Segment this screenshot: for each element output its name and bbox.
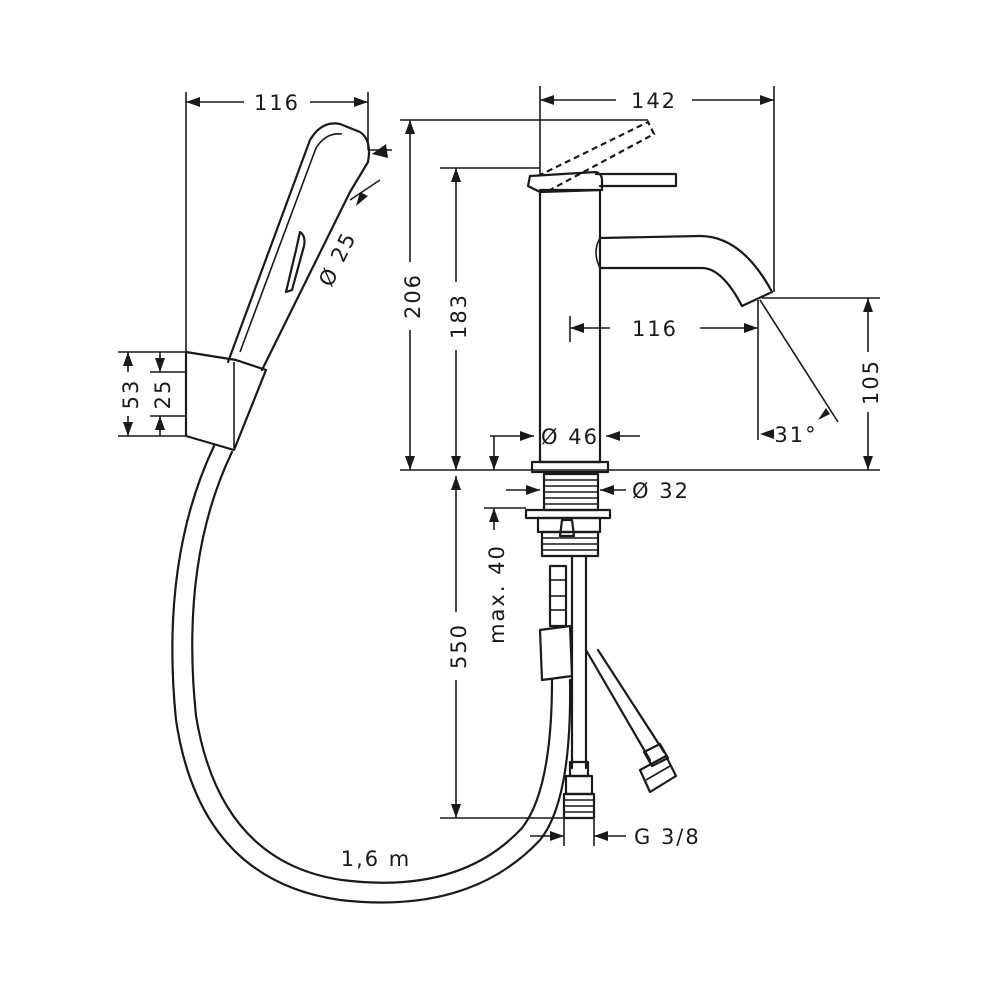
dim-shower-diameter: Ø 25 — [314, 228, 361, 291]
dim-shower-width: 116 — [254, 91, 300, 115]
dim-spout-reach: 116 — [632, 317, 678, 341]
dim-supply-length: 550 — [447, 623, 471, 669]
hand-shower — [226, 122, 371, 372]
faucet-body — [526, 120, 774, 474]
faucet-thread — [524, 472, 612, 558]
dim-shower-hose: 1,6 m — [341, 847, 412, 871]
dim-connection: G 3/8 — [634, 825, 701, 849]
dim-faucet-width: 142 — [631, 89, 677, 113]
dim-spout-height: 105 — [859, 359, 883, 405]
dim-total-height: 206 — [401, 273, 425, 319]
supply-hoses — [538, 554, 678, 820]
dim-body-diameter: Ø 46 — [541, 425, 599, 449]
dim-holder-inner: 25 — [151, 379, 175, 410]
shower-hose — [171, 444, 572, 904]
dim-spout-angle: 31° — [774, 423, 817, 447]
dim-body-height: 183 — [447, 293, 471, 339]
wall-holder — [184, 350, 268, 452]
dim-thread-diameter: Ø 32 — [632, 479, 690, 503]
dim-holder-height: 53 — [119, 379, 143, 410]
dim-max-thickness: max. 40 — [485, 544, 509, 644]
dimension-lines — [118, 86, 880, 846]
dimension-labels: 116 Ø 25 53 25 142 206 183 116 105 31° Ø… — [119, 89, 883, 871]
